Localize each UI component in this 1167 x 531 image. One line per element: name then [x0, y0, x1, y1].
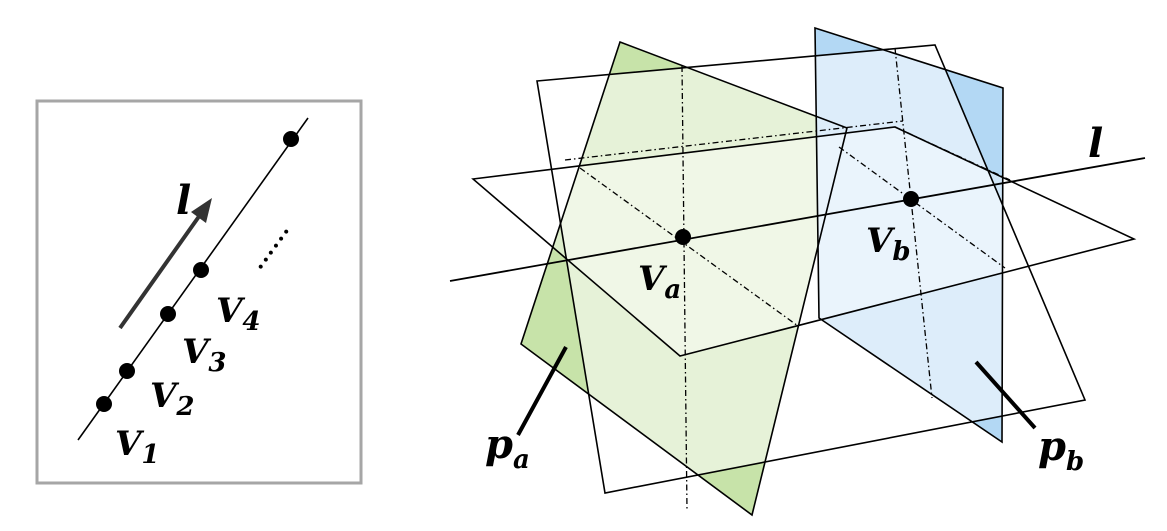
ellipsis-dots: ...... [244, 217, 296, 274]
plane-pb-outline [814, 26, 1004, 444]
horizontal-frame-overlay [473, 127, 1134, 356]
point-va-label: Va [638, 259, 681, 305]
vertex-v1 [96, 396, 112, 412]
vertex-label-v2: V2 [150, 376, 194, 422]
right-line-l [449, 157, 1146, 282]
vertex-label-v1: V1 [115, 424, 159, 470]
vertex-v2 [119, 363, 135, 379]
pa-vertical-intersection [681, 65, 688, 511]
hidden-right-edge [894, 126, 1011, 181]
point-vb-label: Vb [866, 221, 911, 267]
vertex-v3 [160, 306, 176, 322]
plane-pb-label: pb [1038, 423, 1084, 477]
hidden-top-edge [564, 120, 904, 161]
plane-pa-label: pa [485, 421, 530, 475]
plane-pa-outline [520, 40, 848, 517]
left-vertex-top [283, 131, 299, 147]
vertex-label-v3: V3 [182, 332, 226, 378]
pb-vertical-intersection [894, 47, 933, 399]
vertical-frame-overlay [537, 45, 1085, 493]
left-line-label: l [176, 177, 191, 224]
pa-horizontal-intersection [579, 167, 799, 327]
intersection-lines [564, 47, 1011, 511]
pb-leader-line [974, 360, 1037, 430]
pa-leader-line [516, 346, 568, 436]
vertex-v4 [193, 262, 209, 278]
left-panel-frame [35, 99, 363, 485]
horizontal-frame [471, 126, 1137, 357]
direction-arrow-shaft [118, 213, 202, 330]
point-va [675, 229, 691, 245]
vertical-frame [536, 44, 1087, 494]
point-vb [903, 191, 919, 207]
direction-arrow-head-icon [191, 198, 212, 223]
left-line-l [77, 117, 309, 441]
pb-horizontal-intersection [838, 146, 1006, 269]
right-line-label: l [1088, 120, 1103, 167]
vertex-label-v4: V4 [216, 291, 260, 337]
